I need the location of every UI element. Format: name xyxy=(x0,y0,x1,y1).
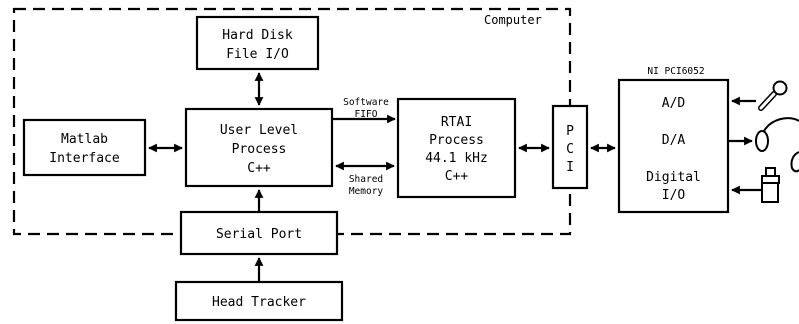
computer-label: Computer xyxy=(484,13,542,27)
rtai-line-4: C++ xyxy=(445,169,469,184)
ni-title: NI PCI6052 xyxy=(647,66,704,77)
ni-da: D/A xyxy=(662,133,686,148)
hard-disk-line-2: File I/O xyxy=(226,47,289,62)
software-fifo-line-2: FIFO xyxy=(355,109,378,120)
ni-io: I/O xyxy=(662,188,686,203)
ni-pci6052-block: NI PCI6052 A/D D/A Digital I/O xyxy=(617,66,730,214)
user-level-line-2: Process xyxy=(232,142,287,157)
matlab-line-2: Interface xyxy=(49,151,120,166)
hard-disk-line-1: Hard Disk xyxy=(222,28,293,43)
pci-block: P C I xyxy=(551,104,589,190)
user-level-process-block: User Level Process C++ xyxy=(184,107,334,188)
shared-memory-line-1: Shared xyxy=(349,174,383,185)
rtai-line-3: 44.1 kHz xyxy=(425,151,488,166)
rtai-line-2: Process xyxy=(429,133,484,148)
ni-ad: A/D xyxy=(662,96,686,111)
user-level-line-1: User Level xyxy=(220,123,298,138)
ni-digital: Digital xyxy=(646,170,701,185)
shared-memory-line-2: Memory xyxy=(349,186,384,197)
hard-disk-block: Hard Disk File I/O xyxy=(195,15,320,71)
user-level-line-3: C++ xyxy=(247,161,271,176)
pci-letter-1: P xyxy=(566,124,574,139)
rtai-process-block: RTAI Process 44.1 kHz C++ xyxy=(396,97,517,199)
serial-port-label: Serial Port xyxy=(216,227,302,242)
switch-icon xyxy=(761,167,780,203)
microphone-icon xyxy=(758,80,788,111)
rtai-line-1: RTAI xyxy=(441,115,472,130)
headphones-icon xyxy=(755,117,799,173)
head-tracker-label: Head Tracker xyxy=(212,295,306,310)
serial-port-block: Serial Port xyxy=(179,210,339,256)
pci-letter-3: I xyxy=(566,160,574,175)
software-fifo-line-1: Software xyxy=(343,97,389,108)
head-tracker-block: Head Tracker xyxy=(174,280,344,322)
matlab-interface-block: Matlab Interface xyxy=(22,118,147,177)
pci-letter-2: C xyxy=(566,142,574,157)
matlab-line-1: Matlab xyxy=(61,132,108,147)
